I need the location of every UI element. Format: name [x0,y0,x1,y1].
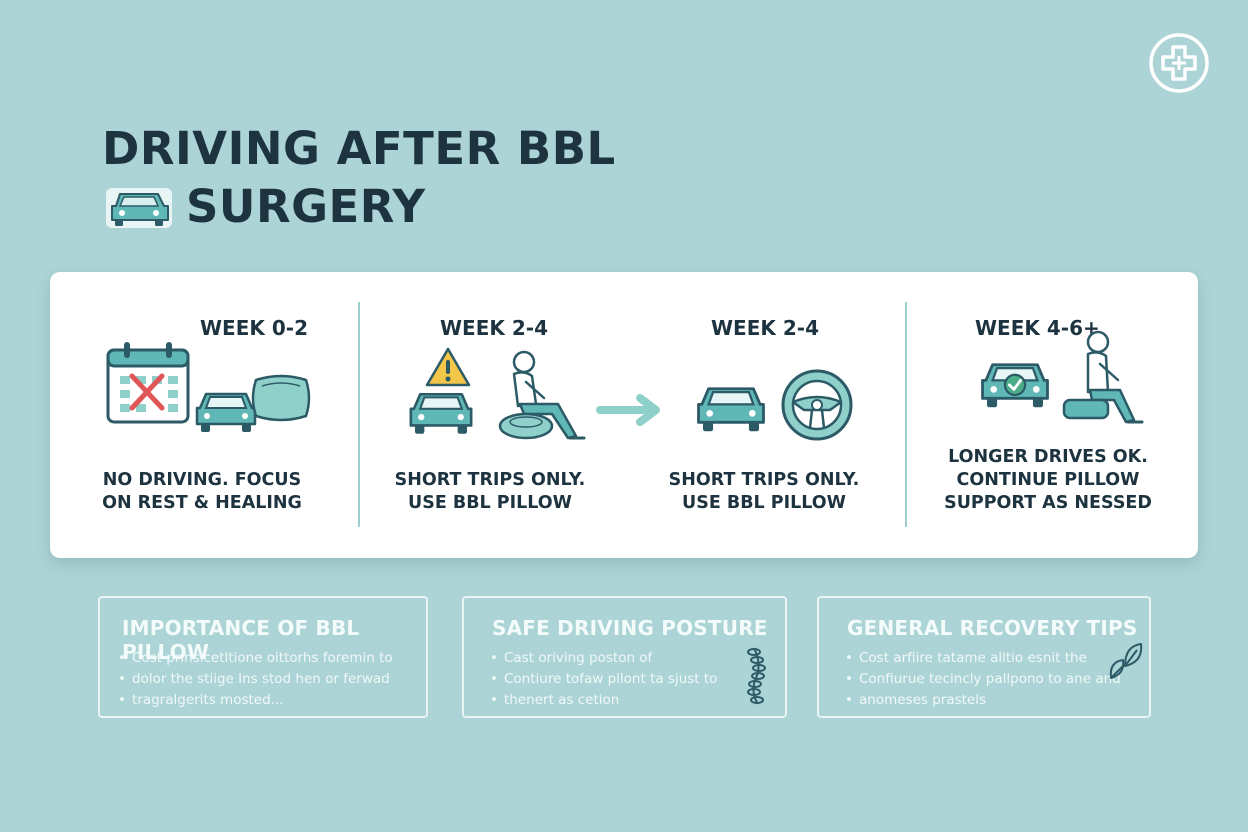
info-card-posture: SAFE DRIVING POSTURE Cast oriving poston… [462,596,787,718]
card-list: Cast oriving poston of Contiure tofaw pl… [484,648,717,711]
warning-icon [425,347,471,387]
step-week-label: WEEK 4-6+ [975,316,1100,340]
title-line-2: SURGERY [186,180,426,233]
divider [358,302,360,527]
title-line-1: DRIVING AFTER BBL [102,122,616,175]
step-week-label: WEEK 0-2 [200,316,308,340]
step-description: SHORT TRIPS ONLY.USE BBL PILLOW [394,470,586,513]
step-week-label: WEEK 2-4 [440,316,548,340]
card-bullet: Cast oriving poston of [490,648,717,669]
page-title: DRIVING AFTER BBL SURGERY [102,120,616,236]
divider [905,302,907,527]
card-bullet-continued: dolor the stiige Ins stod hen or ferwad [118,669,393,690]
medical-cross-logo-icon [1149,33,1209,93]
card-bullet: Cost prinsicetltione oittorhs foremin to [118,648,393,669]
person-on-pillow-icon [498,350,586,440]
card-bullet-continued: tragralgerits mosted... [118,690,393,711]
person-on-pillow-icon [1062,330,1144,424]
spine-icon [747,647,766,705]
car-icon [409,392,473,434]
card-bullet: Confiurue tecincly pallpono to ane and [845,669,1121,690]
card-list: Cost prinsicetltione oittorhs foremin to… [112,648,393,711]
card-bullet: Cost arfiire tatame alltio esnit the [845,648,1121,669]
car-icon [106,188,172,228]
leaf-icon [1109,643,1143,679]
info-card-recovery: GENERAL RECOVERY TIPS Cost arfiire tatam… [817,596,1151,718]
card-bullet-continued: thenert as cetion [490,690,717,711]
car-check-icon [981,363,1049,408]
card-list: Cost arfiire tatame alltio esnit the Con… [839,648,1121,711]
steering-wheel-icon [781,369,853,441]
card-title: GENERAL RECOVERY TIPS [847,616,1138,640]
calendar-x-icon [106,342,190,424]
step-description: SHORT TRIPS ONLY.USE BBL PILLOW [668,470,860,513]
pillow-icon [251,374,311,422]
card-title: SAFE DRIVING POSTURE [492,616,768,640]
arrow-right-icon [596,394,660,426]
step-week-label: WEEK 2-4 [711,316,819,340]
car-icon [195,392,257,432]
card-bullet: Contiure tofaw pllont ta sjust to [490,669,717,690]
info-card-pillow: IMPORTANCE OF BBL PILLOW Cost prinsicetl… [98,596,428,718]
card-bullet-continued: anomeses prastels [845,690,1121,711]
car-icon [697,387,765,432]
